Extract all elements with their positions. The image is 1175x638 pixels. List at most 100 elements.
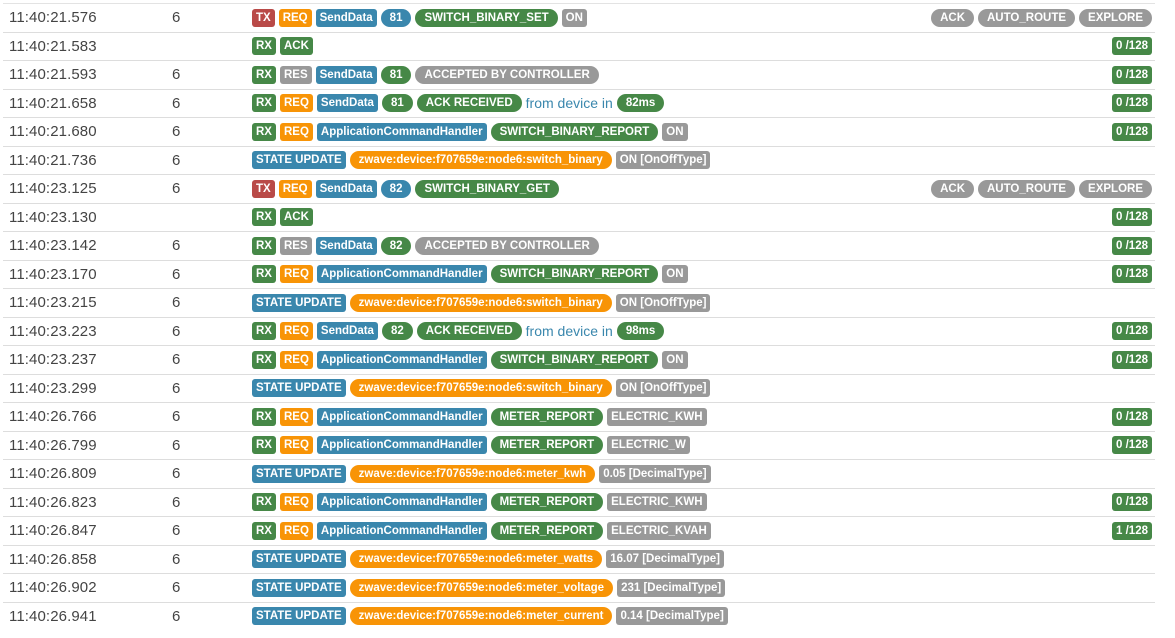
node-id: 6 <box>172 607 181 625</box>
node-id: 6 <box>172 379 181 397</box>
node-id: 6 <box>172 123 181 141</box>
tag-switch-binary-report-badge: SWITCH_BINARY_REPORT <box>490 350 659 369</box>
tag-ack-received-badge: ACK RECEIVED <box>416 94 522 113</box>
node-id: 6 <box>172 237 181 255</box>
row-flags: 0 /128 <box>1112 493 1152 512</box>
tag-rx-badge: RX <box>252 122 276 141</box>
tag-tx-badge: TX <box>252 179 275 198</box>
tag-82-badge: 82 <box>380 236 412 255</box>
tag-16-07-decimaltype-badge: 16.07 [DecimalType] <box>606 550 724 569</box>
tag-electric-w-badge: ELECTRIC_W <box>607 436 690 455</box>
transmit-option-explore-badge: EXPLORE <box>1079 8 1152 27</box>
tag-state-update-badge: STATE UPDATE <box>252 607 346 626</box>
timestamp: 11:40:26.941 <box>9 607 97 625</box>
tag-state-update-badge: STATE UPDATE <box>252 464 346 483</box>
timestamp: 11:40:21.680 <box>9 123 97 141</box>
retry-count-badge: 0 /128 <box>1112 265 1152 284</box>
row-flags: 1 /128 <box>1112 521 1152 540</box>
retry-count-badge: 0 /128 <box>1112 236 1152 255</box>
tag-senddata-badge: SendData <box>315 65 377 84</box>
tag-rx-badge: RX <box>252 407 276 426</box>
tag-meter-report-badge: METER_REPORT <box>490 493 604 512</box>
transmit-option-auto-route-badge: AUTO_ROUTE <box>978 8 1076 27</box>
timestamp: 11:40:26.799 <box>9 436 97 454</box>
tag-state-update-badge: STATE UPDATE <box>252 550 346 569</box>
node-id: 6 <box>172 436 181 454</box>
tag-82ms-badge: 82ms <box>616 94 665 113</box>
tag-electric-kwh-badge: ELECTRIC_KWH <box>607 493 707 512</box>
timestamp: 11:40:26.823 <box>9 493 97 511</box>
tag-req-badge: REQ <box>279 122 313 141</box>
timestamp: 11:40:26.766 <box>9 408 97 426</box>
tag-tx-badge: TX <box>252 8 275 27</box>
retry-count-badge: 0 /128 <box>1112 436 1152 455</box>
timestamp: 11:40:23.223 <box>9 322 97 340</box>
row-flags: 0 /128 <box>1112 65 1152 84</box>
node-id: 6 <box>172 351 181 369</box>
detail-text: from device in <box>525 323 613 340</box>
tag-zwave-device-f707659e-node6-me-badge: zwave:device:f707659e:node6:meter_kwh <box>349 464 596 483</box>
retry-count-badge: 0 /128 <box>1112 94 1152 113</box>
node-id: 6 <box>172 265 181 283</box>
timestamp: 11:40:23.130 <box>9 208 97 226</box>
retry-count-badge: 1 /128 <box>1112 521 1152 540</box>
tag-senddata-badge: SendData <box>316 322 378 341</box>
tag-applicationcommandhandler-badge: ApplicationCommandHandler <box>316 493 487 512</box>
tag-ack-received-badge: ACK RECEIVED <box>416 322 522 341</box>
node-id: 6 <box>172 550 181 568</box>
tag-electric-kvah-badge: ELECTRIC_KVAH <box>607 521 711 540</box>
tag-req-badge: REQ <box>279 265 313 284</box>
timestamp: 11:40:26.858 <box>9 550 97 568</box>
transmit-option-ack-badge: ACK <box>931 8 974 27</box>
tag-ack-badge: ACK <box>279 37 313 56</box>
node-id: 6 <box>172 579 181 597</box>
row-flags: 0 /128 <box>1112 265 1152 284</box>
tag-applicationcommandhandler-badge: ApplicationCommandHandler <box>316 265 487 284</box>
timestamp: 11:40:21.576 <box>9 9 97 27</box>
timestamp: 11:40:26.902 <box>9 579 97 597</box>
tag-82-badge: 82 <box>380 179 412 198</box>
tag-switch-binary-report-badge: SWITCH_BINARY_REPORT <box>490 122 659 141</box>
tag-req-badge: REQ <box>279 493 313 512</box>
tag-senddata-badge: SendData <box>316 94 378 113</box>
retry-count-badge: 0 /128 <box>1112 322 1152 341</box>
tag-meter-report-badge: METER_REPORT <box>490 521 604 540</box>
retry-count-badge: 0 /128 <box>1112 350 1152 369</box>
tag-231-decimaltype-badge: 231 [DecimalType] <box>617 578 726 597</box>
timestamp: 11:40:21.658 <box>9 94 97 112</box>
row-flags: 0 /128 <box>1112 208 1152 227</box>
tag-0-14-decimaltype-badge: 0.14 [DecimalType] <box>616 607 728 626</box>
